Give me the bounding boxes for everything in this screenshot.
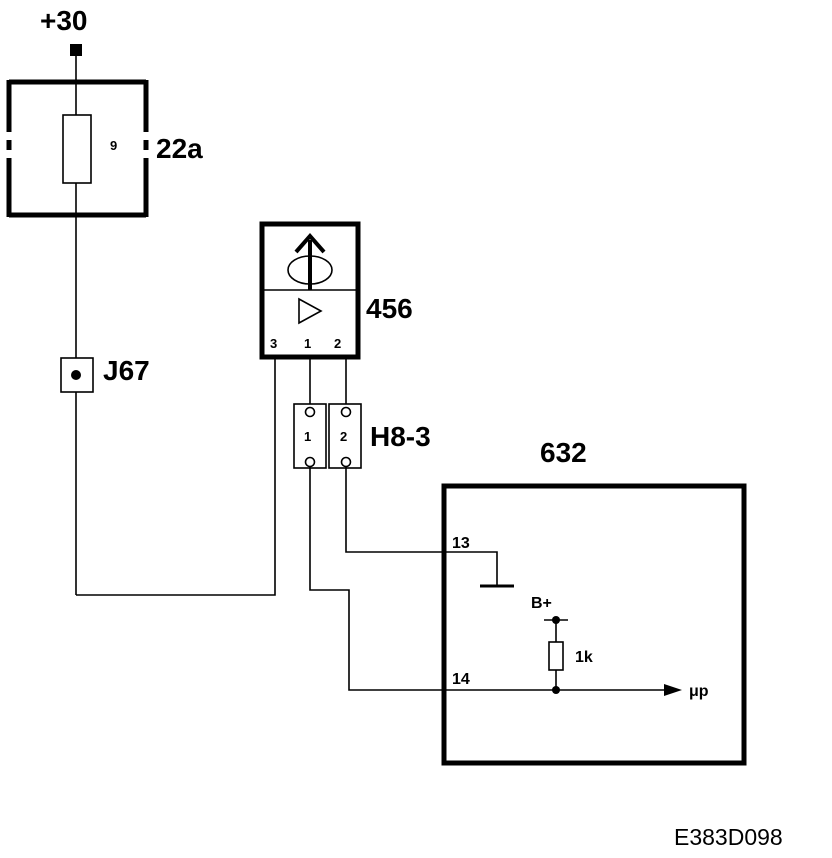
junction-label: J67 bbox=[103, 355, 150, 386]
connector-h8-3 bbox=[293, 403, 362, 469]
junction-dot-14 bbox=[552, 686, 560, 694]
fuse-box-label: 22a bbox=[156, 133, 203, 164]
resistor-label: 1k bbox=[575, 649, 593, 666]
arrow-right-icon bbox=[664, 684, 682, 696]
wire-pin3 bbox=[76, 358, 276, 596]
sensor-pin-3: 3 bbox=[270, 336, 277, 351]
connector-pin-1: 1 bbox=[304, 429, 311, 444]
junction-dot bbox=[71, 370, 81, 380]
control-unit-632 bbox=[441, 483, 747, 766]
control-unit-pin-13: 13 bbox=[452, 535, 470, 552]
supply-bplus-label: B+ bbox=[531, 595, 552, 612]
fuse-box-22a bbox=[6, 79, 149, 218]
output-label: μp bbox=[689, 683, 709, 700]
supply-terminal bbox=[70, 44, 82, 56]
drawing-id: E383D098 bbox=[674, 824, 783, 850]
fuse-element bbox=[62, 114, 92, 184]
sensor-pin-2: 2 bbox=[334, 336, 341, 351]
wire-pin1-lower bbox=[309, 467, 444, 691]
wire-pin2-lower bbox=[345, 467, 444, 553]
sensor-label: 456 bbox=[366, 293, 413, 324]
supply-label: +30 bbox=[40, 5, 88, 36]
control-unit-label: 632 bbox=[540, 437, 587, 468]
fuse-number: 9 bbox=[110, 138, 117, 153]
resistor-icon bbox=[548, 641, 564, 671]
amplifier-icon bbox=[298, 297, 323, 325]
wire-internal-13 bbox=[444, 551, 498, 585]
control-unit-pin-14: 14 bbox=[452, 671, 470, 688]
junction-j67 bbox=[60, 357, 94, 393]
sensor-pin-1: 1 bbox=[304, 336, 311, 351]
connector-label: H8-3 bbox=[370, 421, 431, 452]
connector-pin-2: 2 bbox=[340, 429, 347, 444]
sensor-456 bbox=[259, 221, 361, 360]
